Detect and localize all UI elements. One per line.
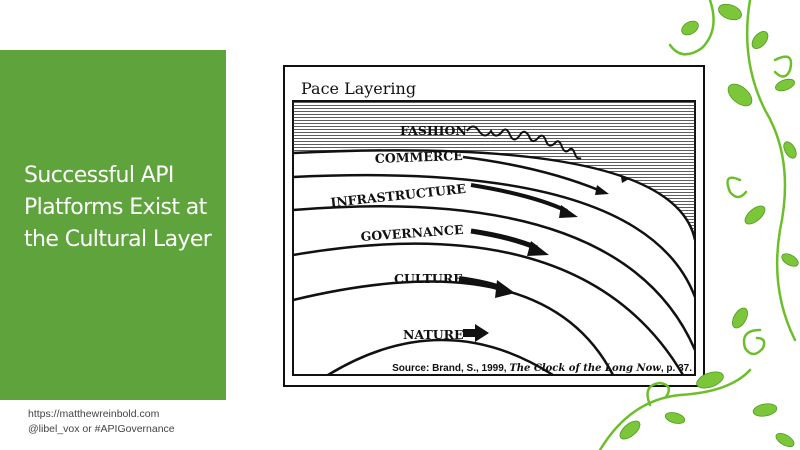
title-panel bbox=[0, 50, 226, 400]
pace-layering-diagram: Pace Layering FASHION COMMERCE INFRASTRU… bbox=[283, 65, 705, 387]
arrowhead bbox=[621, 177, 629, 183]
leaf bbox=[681, 20, 699, 36]
vine-curl bbox=[773, 55, 793, 78]
governance-arrow bbox=[470, 228, 549, 256]
layer-label-commerce: COMMERCE bbox=[375, 148, 463, 166]
leaf bbox=[775, 432, 795, 448]
leaf bbox=[664, 412, 686, 424]
nature-arrow bbox=[463, 324, 489, 342]
diagram-title: Pace Layering bbox=[301, 79, 416, 98]
layer-arc bbox=[293, 149, 695, 241]
leaf bbox=[727, 83, 753, 107]
infrastructure-arrow bbox=[470, 183, 578, 218]
layer-label-fashion: FASHION bbox=[400, 123, 467, 138]
layer-arc bbox=[293, 173, 695, 298]
vine-curl bbox=[742, 328, 766, 356]
leaf bbox=[783, 141, 797, 159]
commerce-arrow bbox=[462, 155, 609, 195]
vine-curl bbox=[726, 176, 748, 199]
layer-label-governance: GOVERNANCE bbox=[360, 222, 464, 244]
fashion-squiggle bbox=[466, 125, 582, 160]
vine-stem bbox=[745, 0, 797, 342]
vine-curl bbox=[646, 381, 671, 407]
footer-handle: @libel_vox or #APIGovernance bbox=[28, 423, 175, 435]
hatched-band bbox=[293, 101, 695, 240]
layer-arc bbox=[293, 242, 685, 375]
leaf bbox=[751, 31, 769, 49]
slide-footer: https://matthewreinbold.com @libel_vox o… bbox=[28, 407, 175, 437]
leaf bbox=[732, 307, 748, 329]
source-suffix: , p. 37. bbox=[661, 363, 692, 374]
leaf bbox=[696, 371, 724, 389]
decorative-vines bbox=[598, 0, 799, 450]
leaf bbox=[752, 403, 778, 417]
slide-title: Successful API Platforms Exist at the Cu… bbox=[24, 163, 212, 252]
footer-url: https://matthewreinbold.com bbox=[28, 408, 160, 420]
source-citation: Source: Brand, S., 1999, The Clock of th… bbox=[392, 363, 692, 374]
leaf bbox=[718, 3, 742, 21]
leaf bbox=[781, 253, 799, 267]
culture-arrow bbox=[458, 276, 515, 298]
leaf bbox=[775, 78, 795, 92]
layer-label-nature: NATURE bbox=[403, 327, 464, 342]
layer-label-culture: CULTURE bbox=[394, 271, 463, 286]
vine-stem bbox=[598, 368, 752, 450]
leaf bbox=[744, 205, 766, 225]
layer-arc bbox=[327, 338, 554, 375]
source-book-title: The Clock of the Long Now bbox=[509, 363, 661, 374]
layer-arc bbox=[293, 204, 695, 351]
source-prefix: Source: Brand, S., 1999, bbox=[392, 363, 509, 374]
leaf bbox=[619, 420, 641, 440]
vine-tendril bbox=[668, 0, 715, 56]
